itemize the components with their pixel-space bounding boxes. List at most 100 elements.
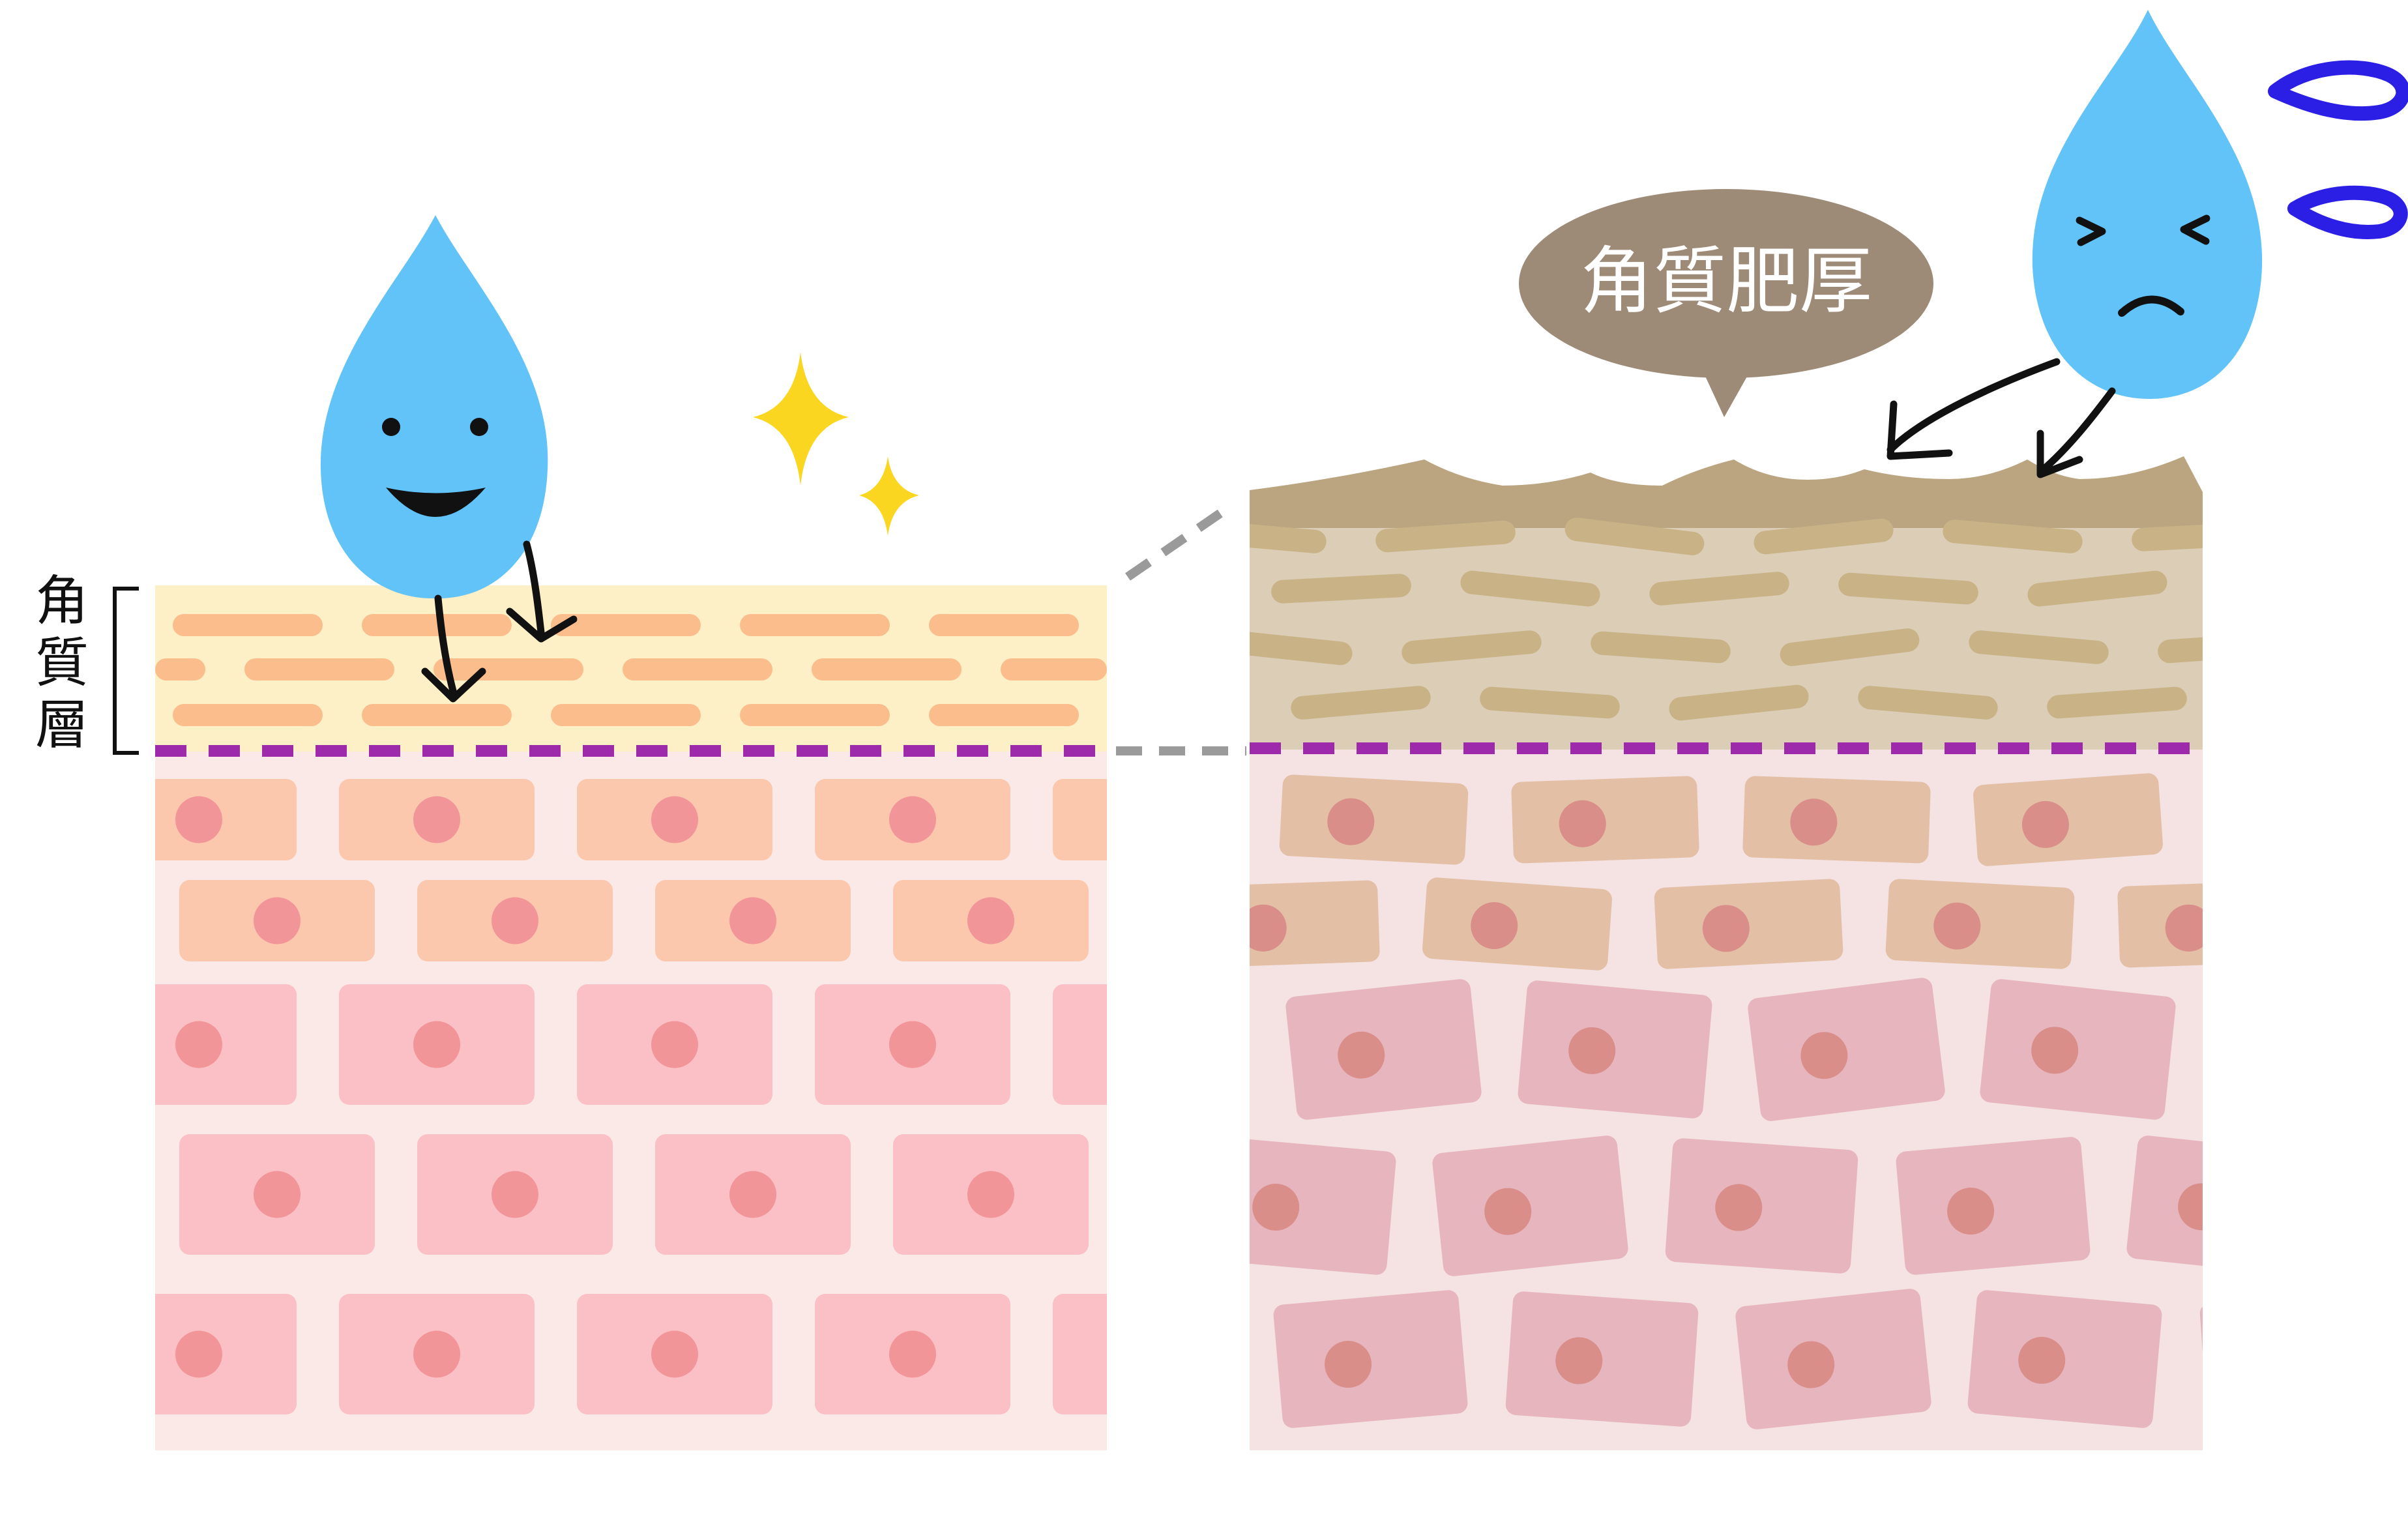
cell-nucleus — [1787, 1341, 1835, 1388]
sweat-drop-icon — [2268, 60, 2408, 121]
skin-cell-group — [2199, 1291, 2299, 1427]
cell-nucleus — [1471, 902, 1518, 950]
cell-nucleus — [2031, 1027, 2079, 1074]
cell-nucleus — [175, 796, 222, 843]
cell-nucleus — [413, 1021, 460, 1068]
layer-label-char-3: 層 — [35, 694, 89, 756]
skin-cell-group — [1980, 979, 2176, 1120]
skin-cell-group — [2117, 880, 2203, 968]
cell-nucleus — [492, 897, 538, 944]
corneocyte-pill — [1754, 518, 1894, 555]
healthy-corneocyte-pills — [155, 614, 1107, 726]
corneocyte-pill — [1375, 520, 1516, 553]
cell-nucleus — [1127, 1021, 1174, 1068]
corneocyte-pill — [173, 614, 323, 636]
skin-cell-group — [1422, 877, 1612, 971]
skin-cell — [155, 984, 297, 1105]
speech-bubble-text: 角質肥厚 — [1580, 239, 1872, 324]
layer-label: 角 質 層 — [35, 570, 89, 756]
zoom-connector-line-top — [1125, 501, 1235, 581]
cell-nucleus — [1800, 1032, 1848, 1079]
corneocyte-pill — [362, 614, 512, 636]
skin-cell-group — [1967, 1290, 2162, 1428]
corneocyte-pill — [1591, 631, 1731, 664]
layer-label-char-2: 質 — [35, 632, 89, 694]
corneocyte-pill — [1780, 628, 1920, 666]
cell-nucleus — [175, 1330, 222, 1378]
skin-cell-group — [1735, 1289, 1931, 1429]
cell-nucleus — [729, 1171, 776, 1218]
cell-nucleus — [1933, 902, 1981, 950]
cell-nucleus — [1252, 1183, 1300, 1231]
cell-nucleus — [492, 1171, 538, 1218]
skin-cell-group — [1285, 979, 1482, 1120]
cell-nucleus — [651, 796, 698, 843]
corneocyte-pill — [1564, 518, 1705, 555]
cell-nucleus — [651, 1021, 698, 1068]
sweat-drop-icon — [2287, 185, 2408, 239]
cell-nucleus — [413, 796, 460, 843]
healthy-skin-cells — [155, 779, 1174, 1414]
cell-nucleus — [175, 1021, 222, 1068]
cell-nucleus — [1250, 904, 1287, 952]
corneocyte-pill — [1669, 684, 1809, 721]
corneocyte-pill — [929, 704, 1079, 726]
cell-nucleus — [2252, 797, 2301, 847]
skin-cell-group — [1279, 774, 1469, 865]
corneocyte-pill — [1291, 686, 1431, 720]
happy-water-drop-icon — [320, 215, 578, 703]
corneocyte-pill — [1649, 572, 1789, 606]
thick-skin-cells — [1250, 773, 2407, 1429]
skin-cell — [2126, 1135, 2203, 1276]
skin-cell-group — [1654, 879, 1843, 969]
corneocyte-pill — [155, 658, 205, 681]
corneocyte-pill — [1460, 570, 1600, 607]
skin-cell-group — [1665, 1138, 1858, 1274]
cell-nucleus — [889, 796, 936, 843]
cell-nucleus — [2021, 800, 2069, 848]
speech-bubble: 角質肥厚 — [1519, 189, 1933, 417]
stratum-corneum-surface — [1250, 456, 2203, 528]
cell-nucleus — [1559, 800, 1606, 847]
corneocyte-pill — [1858, 686, 1998, 720]
skin-cell — [2205, 774, 2394, 866]
skin-cell-group — [1518, 980, 1712, 1119]
skin-cell-group — [2205, 774, 2394, 866]
cell-nucleus — [1702, 905, 1750, 952]
cell-nucleus — [2165, 904, 2203, 952]
corneocyte-pill — [2047, 686, 2187, 719]
corneocyte-pill — [1250, 629, 1353, 666]
corneocyte-pill — [740, 704, 890, 726]
corneocyte-pill — [1271, 574, 1411, 604]
skin-cell-group — [2211, 980, 2407, 1119]
cell-nucleus — [2261, 1029, 2312, 1080]
corneocyte-pill — [1969, 630, 2109, 664]
thick-corneocyte-pills — [1250, 518, 2203, 721]
cell-nucleus — [2018, 1336, 2066, 1384]
thick-skin-panel: 角質肥厚 — [1250, 10, 2408, 1450]
corneocyte-pill — [551, 614, 701, 636]
skin-cell-group — [1973, 773, 2163, 866]
cell-nucleus — [2249, 1339, 2299, 1389]
cell-nucleus — [1790, 798, 1838, 846]
skin-cell-group — [1273, 1290, 1468, 1428]
skin-cell — [155, 1294, 297, 1414]
cell-nucleus — [967, 897, 1014, 944]
corneocyte-pill — [1402, 630, 1542, 664]
skin-cell-group — [2126, 1135, 2203, 1276]
corneocyte-pill — [929, 614, 1079, 636]
cell-nucleus — [254, 897, 301, 944]
cell-nucleus — [1568, 1027, 1616, 1074]
cell-nucleus — [967, 1171, 1014, 1218]
corneocyte-pill — [244, 658, 394, 681]
skin-cell-group — [1885, 879, 2075, 969]
distressed-water-drop-icon — [1887, 10, 2263, 478]
corneocyte-pill — [2027, 570, 2167, 607]
corneocyte-pill — [362, 704, 512, 726]
skin-cell-group — [1432, 1135, 1628, 1276]
skin-cell — [2117, 880, 2203, 968]
corneocyte-pill — [551, 704, 701, 726]
cell-nucleus — [1947, 1188, 1995, 1235]
cell-nucleus — [889, 1021, 936, 1068]
